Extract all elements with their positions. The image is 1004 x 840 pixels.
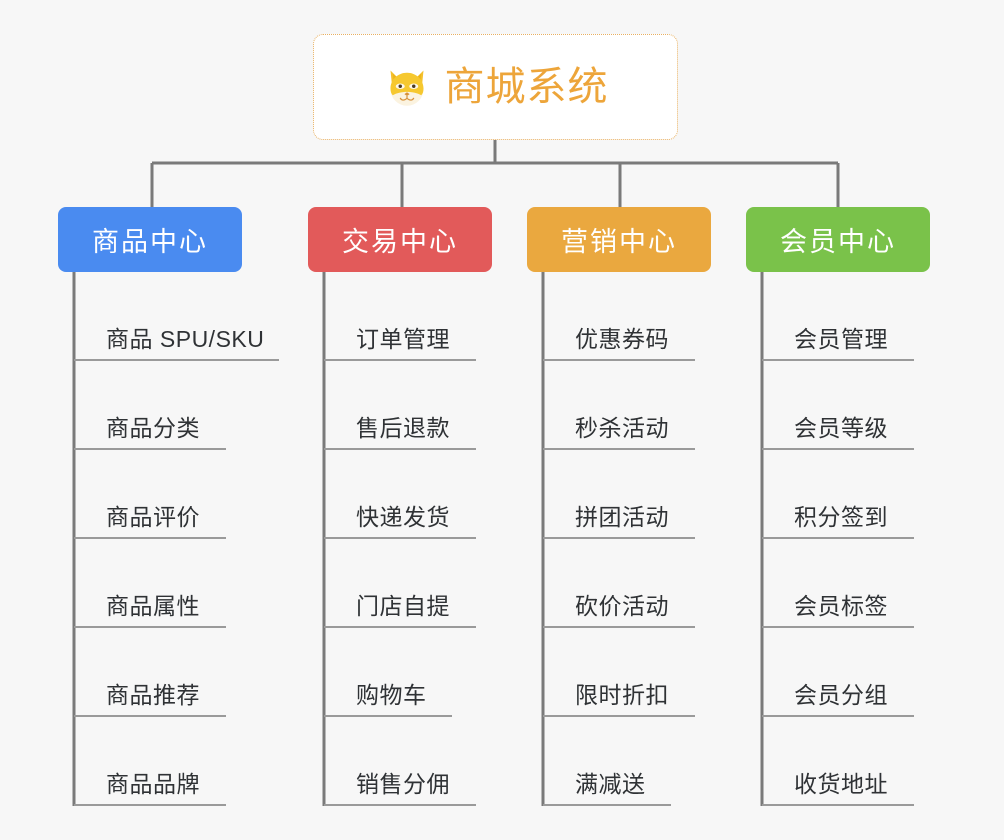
leaf-item[interactable]: 满减送 — [543, 717, 671, 806]
leaf-label: 限时折扣 — [575, 682, 669, 708]
category-header-3[interactable]: 营销中心 — [527, 207, 711, 272]
leaf-label: 会员等级 — [794, 415, 888, 441]
leaf-label: 秒杀活动 — [575, 415, 669, 441]
root-title: 商城系统 — [444, 65, 609, 109]
leaf-item[interactable]: 积分签到 — [762, 450, 914, 539]
leaf-item[interactable]: 优惠券码 — [543, 272, 695, 361]
leaf-item[interactable]: 商品品牌 — [74, 717, 226, 806]
leaf-label: 满减送 — [575, 771, 646, 797]
root-node-card[interactable]: 商城系统 — [313, 34, 678, 140]
leaf-label: 会员标签 — [794, 593, 888, 619]
leaf-item[interactable]: 快递发货 — [324, 450, 476, 539]
category-header-2[interactable]: 交易中心 — [308, 207, 492, 272]
leaf-label: 商品 SPU/SKU — [106, 326, 265, 352]
leaf-item[interactable]: 门店自提 — [324, 539, 476, 628]
category-header-4[interactable]: 会员中心 — [746, 207, 930, 272]
leaf-label: 优惠券码 — [575, 326, 669, 352]
leaf-item[interactable]: 商品推荐 — [74, 628, 226, 717]
leaf-label: 拼团活动 — [575, 504, 669, 530]
shiba-dog-emoji — [390, 70, 423, 106]
leaf-label: 商品分类 — [106, 415, 200, 441]
leaf-item[interactable]: 商品评价 — [74, 450, 226, 539]
leaf-label: 会员管理 — [794, 326, 888, 352]
leaf-label: 商品属性 — [106, 593, 200, 619]
leaf-item[interactable]: 会员等级 — [762, 361, 914, 450]
leaf-label: 销售分佣 — [356, 771, 450, 797]
leaf-item[interactable]: 会员分组 — [762, 628, 914, 717]
leaf-item[interactable]: 拼团活动 — [543, 450, 695, 539]
leaf-item[interactable]: 秒杀活动 — [543, 361, 695, 450]
category-header-label: 会员中心 — [780, 227, 896, 257]
leaf-item[interactable]: 会员标签 — [762, 539, 914, 628]
leaf-item[interactable]: 限时折扣 — [543, 628, 695, 717]
leaf-label: 商品推荐 — [106, 682, 200, 708]
category-header-1[interactable]: 商品中心 — [58, 207, 242, 272]
leaf-item[interactable]: 收货地址 — [762, 717, 914, 806]
leaf-label: 砍价活动 — [575, 593, 669, 619]
leaf-label: 收货地址 — [794, 771, 888, 797]
leaf-label: 积分签到 — [794, 504, 888, 530]
leaf-item[interactable]: 商品分类 — [74, 361, 226, 450]
leaf-label: 商品品牌 — [106, 771, 200, 797]
leaf-item[interactable]: 会员管理 — [762, 272, 914, 361]
leaf-item[interactable]: 商品属性 — [74, 539, 226, 628]
category-header-label: 商品中心 — [92, 227, 208, 257]
leaf-label: 订单管理 — [356, 326, 450, 352]
leaf-label: 门店自提 — [356, 593, 450, 619]
leaf-item[interactable]: 订单管理 — [324, 272, 476, 361]
leaf-label: 快递发货 — [356, 504, 450, 530]
leaf-label: 售后退款 — [356, 415, 450, 441]
leaf-item[interactable]: 砍价活动 — [543, 539, 695, 628]
leaf-item[interactable]: 销售分佣 — [324, 717, 476, 806]
leaf-label: 购物车 — [356, 682, 427, 708]
leaf-label: 会员分组 — [794, 682, 888, 708]
leaf-item[interactable]: 购物车 — [324, 628, 452, 717]
leaf-label: 商品评价 — [106, 504, 200, 530]
leaf-item[interactable]: 售后退款 — [324, 361, 476, 450]
leaf-item[interactable]: 商品 SPU/SKU — [74, 272, 279, 361]
category-header-label: 营销中心 — [561, 227, 677, 257]
category-header-label: 交易中心 — [342, 227, 458, 257]
